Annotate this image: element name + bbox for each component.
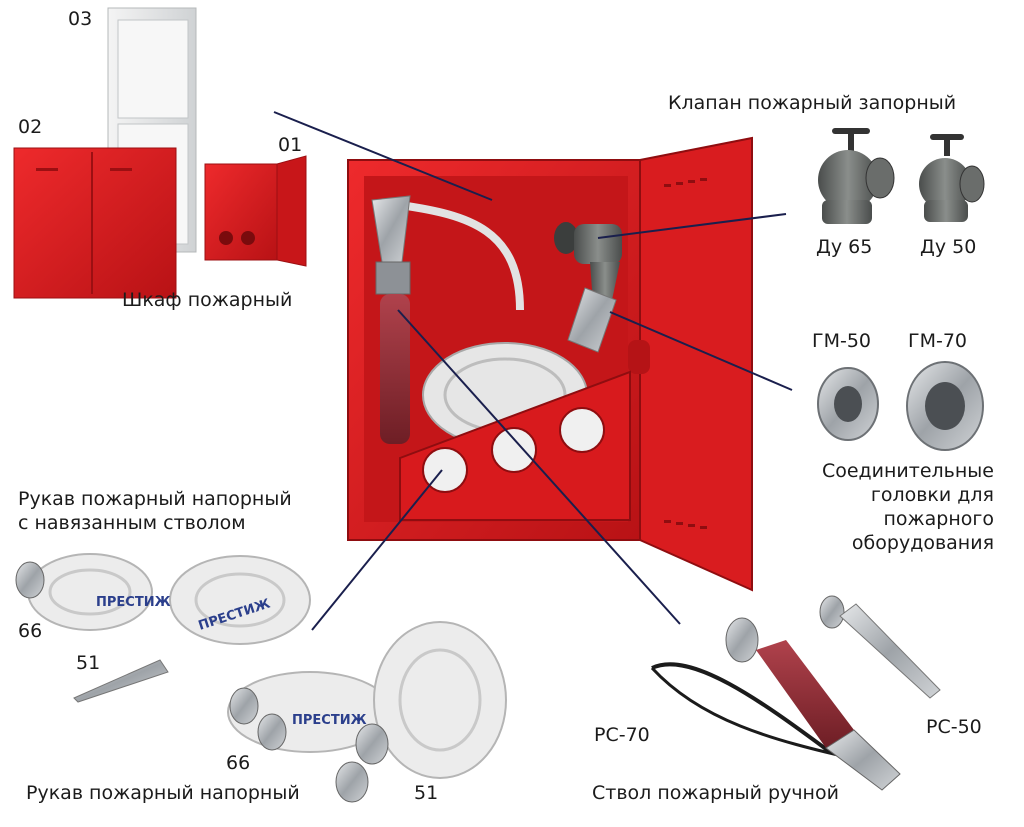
leader-valve — [597, 213, 787, 239]
hose-with-nozzle-caption-line-1: Рукав пожарный напорный — [18, 488, 292, 510]
hose-with-nozzle-caption-line-2: с навязанным стволом — [18, 512, 246, 534]
leader-hose — [311, 469, 443, 631]
hose-51-label: 51 — [414, 782, 439, 804]
cabinet-02-red-wide — [13, 147, 177, 299]
valve-caption: Клапан пожарный запорный — [668, 92, 957, 114]
brand-print-3: ПРЕСТИЖ — [292, 713, 367, 728]
hose-rolled: ПРЕСТИЖ — [227, 621, 507, 803]
leader-lines — [273, 111, 793, 631]
coupling-gm70-label: ГМ-70 — [908, 330, 968, 352]
valve-du65 — [818, 128, 895, 224]
cabinet-caption: Шкаф пожарный — [122, 289, 293, 311]
nozzle-rs70 — [650, 617, 901, 791]
hose-66-label: 66 — [226, 752, 251, 774]
coupling-caption-line-4: оборудования — [851, 532, 994, 554]
cabinet-03-label: 03 — [68, 8, 93, 30]
hose-caption: Рукав пожарный напорный — [26, 782, 300, 804]
main-fire-cabinet — [347, 136, 753, 592]
leader-coupling — [609, 311, 793, 391]
cabinet-01-red-open — [204, 155, 307, 267]
coupling-gm50 — [817, 367, 879, 441]
valve-du50 — [919, 134, 985, 222]
valve-du50-label: Ду 50 — [920, 236, 977, 258]
hose-with-nozzle-66-label: 66 — [18, 620, 43, 642]
nozzle-rs70-label: РС-70 — [594, 724, 650, 746]
coupling-gm70 — [906, 361, 984, 451]
coupling-caption-line-1: Соединительные — [821, 460, 994, 482]
brand-print-1: ПРЕСТИЖ — [96, 595, 171, 610]
leader-cabinet — [273, 111, 493, 201]
coupling-gm50-label: ГМ-50 — [812, 330, 872, 352]
nozzle-rs50 — [819, 595, 941, 699]
coupling-caption-line-2: головки для — [870, 484, 994, 506]
cabinet-02-label: 02 — [18, 116, 43, 138]
cabinet-valve — [554, 222, 622, 353]
valve-du65-label: Ду 65 — [816, 236, 873, 258]
coupling-caption-line-3: пожарного — [883, 508, 994, 530]
hose-with-nozzle: ПРЕСТИЖ ПРЕСТИЖ — [15, 553, 311, 703]
nozzle-rs50-label: РС-50 — [926, 716, 982, 738]
cabinet-nozzle — [371, 195, 411, 444]
hose-with-nozzle-51-label: 51 — [76, 652, 101, 674]
cabinet-01-label: 01 — [278, 134, 303, 156]
leader-nozzle — [397, 309, 681, 625]
nozzle-caption: Ствол пожарный ручной — [592, 782, 839, 804]
